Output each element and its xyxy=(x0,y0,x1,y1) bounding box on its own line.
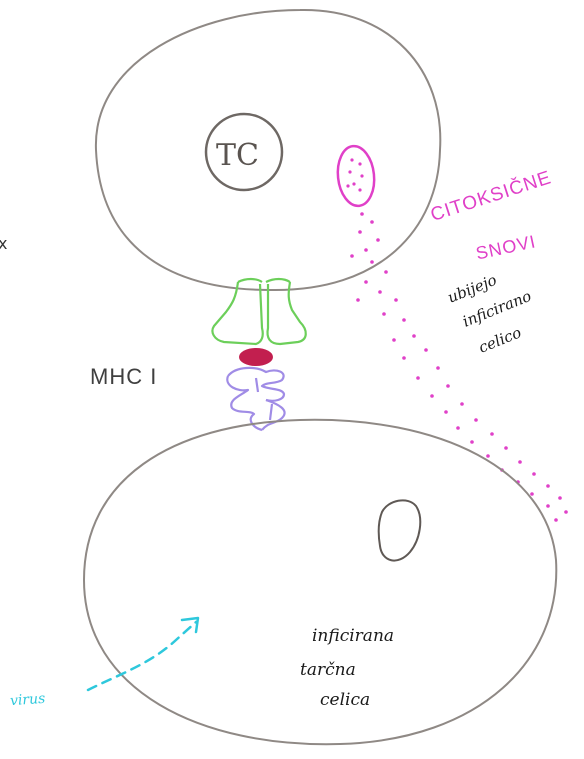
virus-label: virus xyxy=(9,691,45,709)
released-granules xyxy=(350,212,568,522)
target-label-line3: celica xyxy=(320,690,370,710)
mhc-label: MHC I xyxy=(90,364,157,390)
edge-mark: x xyxy=(0,234,7,253)
target-label-line1: inficirana xyxy=(312,626,394,646)
t-cell-membrane xyxy=(96,10,440,290)
antigen-peptide xyxy=(239,348,273,366)
granule-vesicle xyxy=(335,144,377,207)
target-cell-nucleus xyxy=(379,500,421,560)
t-cell-label: TC xyxy=(216,138,259,173)
virus-arrow xyxy=(88,622,196,690)
vesicle-granules xyxy=(346,158,363,191)
target-label-line2: tarčna xyxy=(300,660,356,680)
virus-arrowhead xyxy=(182,618,198,632)
